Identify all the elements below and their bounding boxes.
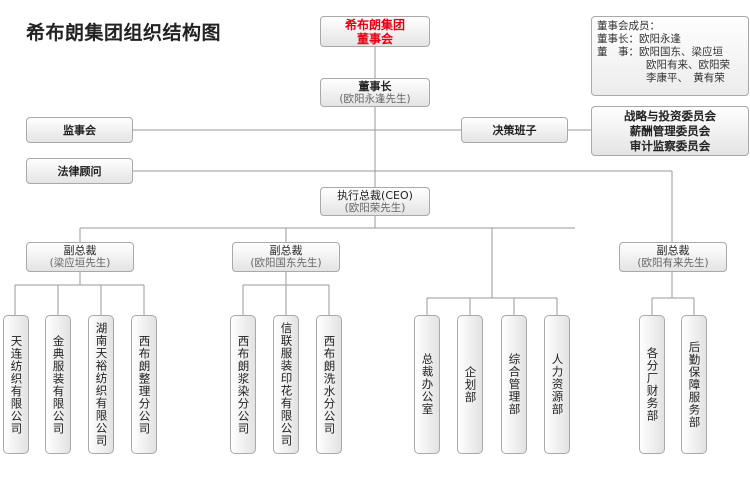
ceo-node[interactable]: 执行总裁(CEO) (欧阳荣先生) [320, 187, 430, 216]
legal-counsel-node[interactable]: 法律顾问 [26, 158, 133, 184]
unit-finishing-branch[interactable]: 西布朗整理分公司 [131, 315, 157, 454]
committee-compensation: 薪酬管理委员会 [629, 124, 711, 138]
dept-president-office[interactable]: 总裁办公室 [414, 315, 440, 454]
vp-title-1: 副总裁 [63, 244, 97, 257]
vp-node-1[interactable]: 副总裁 (梁应垣先生) [26, 242, 134, 272]
directors-line1: 欧阳国东、梁应垣 [639, 46, 723, 58]
unit-washing-branch[interactable]: 西布朗洗水分公司 [316, 315, 342, 454]
unit-label: 金典服装有限公司 [51, 334, 66, 435]
vp-title-3: 副总裁 [656, 244, 690, 257]
unit-hunan-tianyu-textile[interactable]: 湖南天裕纺织有限公司 [88, 315, 114, 454]
members-heading: 董事会成员： [597, 20, 660, 32]
supervisory-board-node[interactable]: 监事会 [26, 117, 133, 143]
chart-title: 希布朗集团组织结构图 [26, 22, 222, 44]
unit-xinlian-printing[interactable]: 信联服装印花有限公司 [273, 315, 299, 454]
ceo-title: 执行总裁(CEO) [337, 188, 413, 202]
unit-label: 各分厂财务部 [645, 347, 660, 422]
unit-label: 总裁办公室 [420, 353, 435, 416]
unit-label: 湖南天裕纺织有限公司 [94, 322, 109, 447]
unit-label: 西布朗整理分公司 [137, 334, 152, 435]
vp-name-2: (欧阳国东先生) [250, 257, 322, 269]
directors-label: 董 事： [597, 46, 639, 58]
unit-label: 企划部 [463, 365, 478, 404]
directors-line3: 李康平、 黄有荣 [646, 72, 725, 84]
unit-jindian-garment[interactable]: 金典服装有限公司 [45, 315, 71, 454]
board-label-line2: 董事会 [356, 31, 393, 46]
chairman-name: (欧阳永逢先生) [339, 92, 411, 105]
chairman-node[interactable]: 董事长 (欧阳永逢先生) [320, 78, 430, 107]
chairman-label: 董事长： [597, 33, 639, 45]
unit-dyeing-branch[interactable]: 西布朗浆染分公司 [230, 315, 256, 454]
board-label-line1: 希布朗集团 [344, 17, 405, 32]
vp-name-3: (欧阳有来先生) [637, 257, 709, 269]
dept-factory-finance[interactable]: 各分厂财务部 [639, 315, 665, 454]
unit-label: 综合管理部 [507, 353, 522, 416]
vp-title-2: 副总裁 [269, 244, 303, 257]
vp-node-3[interactable]: 副总裁 (欧阳有来先生) [619, 242, 727, 272]
dept-logistics-service[interactable]: 后勤保障服务部 [681, 315, 707, 454]
unit-label: 天连纺织有限公司 [9, 334, 24, 435]
dept-human-resources[interactable]: 人力资源部 [544, 315, 570, 454]
unit-label: 西布朗浆染分公司 [236, 334, 251, 435]
chairman-member: 欧阳永逢 [639, 33, 681, 45]
unit-label: 人力资源部 [550, 353, 565, 416]
chairman-title: 董事长 [358, 79, 392, 93]
decision-team-node[interactable]: 决策班子 [461, 117, 568, 143]
dept-planning[interactable]: 企划部 [457, 315, 483, 454]
unit-label: 后勤保障服务部 [687, 340, 702, 429]
board-node[interactable]: 希布朗集团 董事会 [320, 16, 430, 47]
unit-tianlian-textile[interactable]: 天连纺织有限公司 [3, 315, 29, 454]
unit-label: 信联服装印花有限公司 [279, 322, 294, 447]
committees-node[interactable]: 战略与投资委员会 薪酬管理委员会 审计监察委员会 [591, 106, 749, 156]
vp-name-1: (梁应垣先生) [49, 257, 111, 269]
committee-audit: 审计监察委员会 [629, 139, 711, 153]
unit-label: 西布朗洗水分公司 [322, 334, 337, 435]
vp-node-2[interactable]: 副总裁 (欧阳国东先生) [232, 242, 340, 272]
directors-line2: 欧阳有来、欧阳荣 [646, 59, 730, 71]
dept-general-management[interactable]: 综合管理部 [501, 315, 527, 454]
board-members-panel: 董事会成员： 董事长：欧阳永逢 董 事：欧阳国东、梁应垣 欧阳有来、欧阳荣 李康… [591, 16, 749, 96]
ceo-name: (欧阳荣先生) [344, 201, 406, 214]
committee-strategy: 战略与投资委员会 [624, 109, 716, 123]
